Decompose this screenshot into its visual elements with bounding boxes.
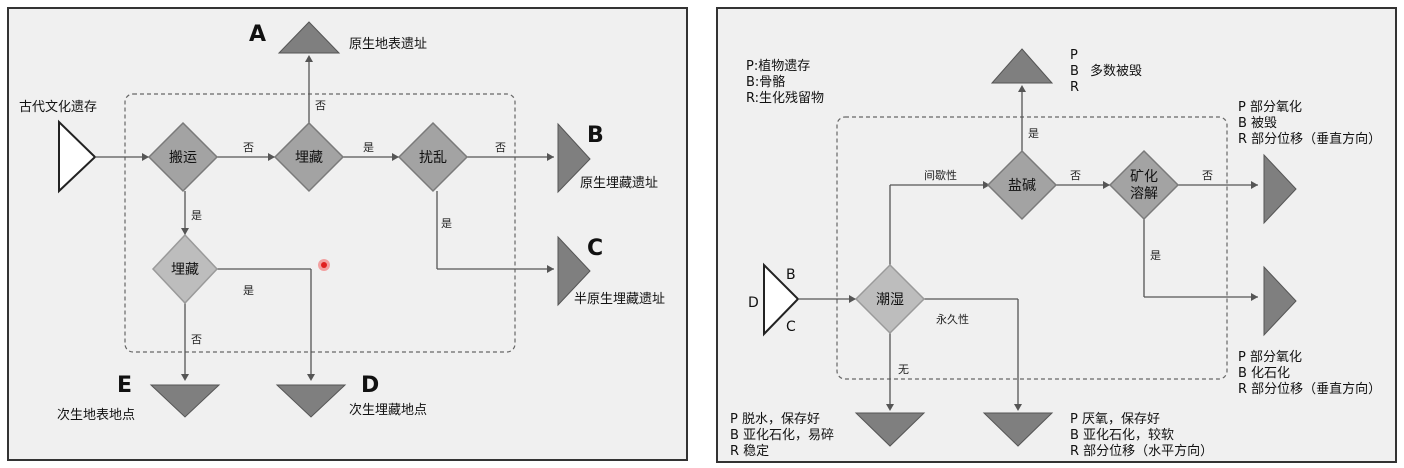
disturb-node bbox=[397, 121, 469, 193]
buried-top-label: 埋藏 bbox=[295, 150, 323, 166]
edge-label-permanent: 永久性 bbox=[936, 312, 969, 326]
outcome-top-desc: 多数被毁 bbox=[1090, 63, 1142, 79]
arrowhead bbox=[181, 374, 189, 381]
arrowhead bbox=[849, 295, 856, 303]
edge-label-no: 否 bbox=[495, 141, 506, 154]
outcome-bottom-left-triangle bbox=[854, 412, 926, 447]
buried-bottom-node bbox=[151, 233, 219, 305]
legend-item: R:生化残留物 bbox=[746, 91, 824, 106]
outcome-bottom-left-line: B 亚化石化，易碎 bbox=[730, 428, 834, 443]
edge-label-no: 否 bbox=[243, 141, 254, 154]
outcome-right-upper-line: B 被毁 bbox=[1238, 116, 1277, 131]
legend-item: B:骨骼 bbox=[746, 74, 785, 90]
arrowhead bbox=[142, 153, 149, 161]
arrowhead bbox=[1014, 404, 1022, 411]
outcome-b-label: 原生埋藏遗址 bbox=[580, 176, 658, 191]
outcome-top-triangle bbox=[990, 48, 1054, 84]
outcome-e-label: 次生地表地点 bbox=[57, 407, 135, 423]
source-letter: C bbox=[786, 319, 796, 335]
mineral-node bbox=[1108, 149, 1180, 221]
edge-label-no: 否 bbox=[1202, 169, 1213, 182]
edge-label-none: 无 bbox=[898, 363, 909, 376]
outcome-right-upper-line: R 部分位移（垂直方向） bbox=[1238, 131, 1381, 147]
arrowhead bbox=[392, 153, 399, 161]
right-flowchart-panel: P:植物遗存 B:骨骼 R:生化残留物 B D C 盐碱 bbox=[716, 7, 1397, 463]
outcome-c-letter: C bbox=[587, 236, 603, 261]
transport-node bbox=[147, 121, 219, 193]
arrowhead bbox=[181, 228, 189, 235]
humid-label: 潮湿 bbox=[876, 292, 904, 308]
arrowhead bbox=[268, 153, 275, 161]
arrowhead bbox=[983, 181, 990, 189]
outcome-right-lower-line: P 部分氧化 bbox=[1238, 350, 1302, 365]
outcome-e-letter: E bbox=[117, 373, 132, 398]
transport-label: 搬运 bbox=[169, 150, 197, 166]
edge-label-yes: 是 bbox=[243, 284, 254, 297]
arrowhead bbox=[1251, 181, 1258, 189]
outcome-b-triangle bbox=[557, 122, 591, 194]
outcome-right-lower-line: B 化石化 bbox=[1238, 366, 1290, 381]
mineral-label-1: 矿化 bbox=[1130, 169, 1158, 185]
edge-label-yes: 是 bbox=[1150, 249, 1161, 262]
edge-label-no: 否 bbox=[191, 333, 202, 346]
salt-node bbox=[986, 149, 1058, 221]
outcome-d-label: 次生埋藏地点 bbox=[349, 402, 427, 418]
disturb-label: 扰乱 bbox=[419, 150, 447, 166]
left-flowchart-panel: 古代文化遗存 搬运 埋藏 扰乱 埋藏 否 是 否 bbox=[7, 7, 688, 461]
source-letter: D bbox=[748, 295, 759, 311]
buried-top-node bbox=[273, 121, 345, 193]
arrowhead bbox=[547, 265, 554, 273]
right-flowchart: P:植物遗存 B:骨骼 R:生化残留物 B D C 盐碱 bbox=[730, 48, 1381, 459]
edge-label-yes: 是 bbox=[191, 209, 202, 222]
outcome-top-p: P bbox=[1070, 48, 1078, 63]
outcome-d-letter: D bbox=[361, 373, 379, 398]
arrowhead bbox=[547, 153, 554, 161]
humid-node bbox=[854, 263, 926, 335]
buried-bottom-label: 埋藏 bbox=[171, 262, 199, 278]
left-boundary-box bbox=[124, 93, 516, 353]
source-triangle bbox=[58, 119, 97, 194]
cursor-marker-center bbox=[321, 262, 327, 268]
left-flowchart: 古代文化遗存 搬运 埋藏 扰乱 埋藏 否 是 否 bbox=[19, 21, 665, 423]
salt-label: 盐碱 bbox=[1008, 178, 1036, 194]
outcome-right-upper-triangle bbox=[1263, 153, 1297, 225]
outcome-a-letter: A bbox=[249, 22, 266, 47]
arrowhead bbox=[305, 55, 313, 62]
arrowhead bbox=[886, 404, 894, 411]
legend-item: P:植物遗存 bbox=[746, 59, 810, 74]
arrowhead bbox=[1018, 85, 1026, 92]
outcome-c-triangle bbox=[557, 235, 591, 307]
edge-label-yes: 是 bbox=[1028, 127, 1039, 140]
source-triangle bbox=[763, 262, 800, 337]
arrowhead bbox=[1251, 293, 1258, 301]
source-letter: B bbox=[786, 267, 796, 283]
outcome-bottom-right-line: P 厌氧，保存好 bbox=[1070, 412, 1160, 427]
outcome-bottom-right-line: R 部分位移（水平方向） bbox=[1070, 443, 1213, 459]
outcome-top-b: B bbox=[1070, 64, 1079, 79]
outcome-bottom-right-line: B 亚化石化，较软 bbox=[1070, 428, 1174, 443]
outcome-e-triangle bbox=[149, 384, 221, 418]
edge-label-intermittent: 间歇性 bbox=[924, 168, 957, 182]
mineral-label-2: 溶解 bbox=[1130, 186, 1158, 202]
outcome-bottom-right-triangle bbox=[982, 412, 1054, 447]
outcome-top-r: R bbox=[1070, 80, 1079, 95]
edge-label-no: 否 bbox=[315, 99, 326, 112]
arrowhead bbox=[307, 374, 315, 381]
outcome-c-label: 半原生埋藏遗址 bbox=[574, 292, 665, 307]
edge-label-yes: 是 bbox=[441, 217, 452, 230]
outcome-d-triangle bbox=[275, 384, 347, 418]
outcome-bottom-left-line: P 脱水，保存好 bbox=[730, 412, 820, 427]
source-label: 古代文化遗存 bbox=[19, 100, 97, 115]
outcome-bottom-left-line: R 稳定 bbox=[730, 443, 769, 459]
outcome-a-triangle bbox=[277, 21, 341, 54]
edge-label-no: 否 bbox=[1070, 169, 1081, 182]
outcome-right-lower-line: R 部分位移（垂直方向） bbox=[1238, 381, 1381, 397]
outcome-b-letter: B bbox=[587, 123, 604, 148]
arrowhead bbox=[1103, 181, 1110, 189]
outcome-right-lower-triangle bbox=[1263, 265, 1297, 337]
outcome-right-upper-line: P 部分氧化 bbox=[1238, 100, 1302, 115]
right-boundary-box bbox=[836, 116, 1228, 380]
edge-label-yes: 是 bbox=[363, 141, 374, 154]
outcome-a-label: 原生地表遗址 bbox=[349, 37, 427, 52]
